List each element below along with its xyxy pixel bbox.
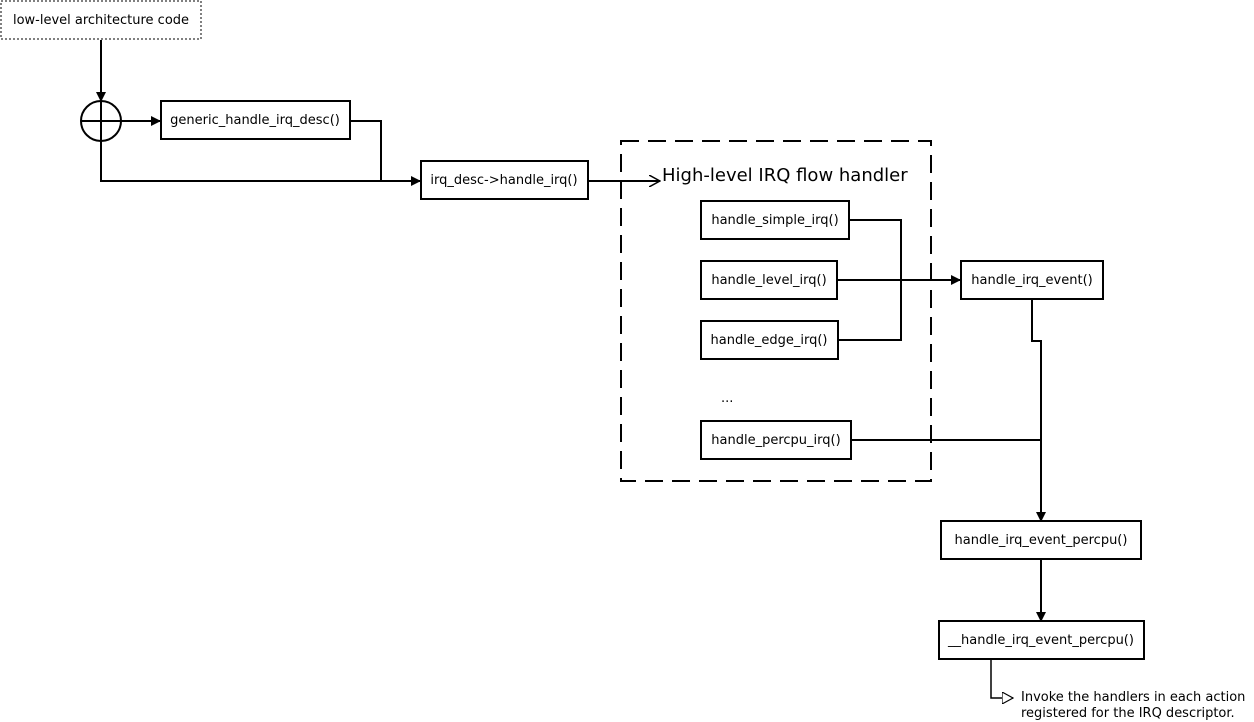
node-label: handle_percpu_irq() [711, 433, 840, 448]
node-handle-percpu-irq: handle_percpu_irq() [700, 420, 852, 460]
edges [96, 40, 1046, 698]
node-low-level-architecture-code: low-level architecture code [0, 0, 202, 40]
edge-event-to-percpu [1031, 299, 1046, 522]
node-label: handle_irq_event() [971, 273, 1092, 288]
node-inner-handle-irq-event-percpu: __handle_irq_event_percpu() [938, 620, 1145, 660]
node-handle-simple-irq: handle_simple_irq() [700, 200, 850, 240]
node-irq-desc-handle-irq: irq_desc->handle_irq() [420, 160, 589, 200]
node-label: __handle_irq_event_percpu() [947, 633, 1134, 648]
node-handle-edge-irq: handle_edge_irq() [700, 320, 839, 360]
node-label: low-level architecture code [13, 13, 189, 28]
edge-simple-to-event [849, 219, 902, 280]
flow-handler-group-title: High-level IRQ flow handler [662, 165, 908, 186]
node-label: handle_irq_event_percpu() [955, 533, 1128, 548]
edge-junction-to-irq-desc [100, 141, 421, 186]
node-label: handle_edge_irq() [711, 333, 828, 348]
edge-generic-to-irq-desc [350, 120, 382, 181]
handlers-note-line-2: registered for the IRQ descriptor. [1021, 706, 1235, 721]
node-handle-irq-event-percpu: handle_irq_event_percpu() [940, 520, 1142, 560]
node-label: irq_desc->handle_irq() [430, 173, 577, 188]
junction-symbol [80, 100, 122, 142]
node-handle-irq-event: handle_irq_event() [960, 260, 1104, 300]
handlers-note-line-1: Invoke the handlers in each action [1021, 690, 1245, 705]
edge-edge-to-event [838, 280, 902, 341]
node-generic-handle-irq-desc: generic_handle_irq_desc() [160, 100, 351, 140]
more-handlers-ellipsis: ... [721, 391, 733, 406]
node-label: generic_handle_irq_desc() [170, 113, 340, 128]
node-handle-level-irq: handle_level_irq() [700, 260, 838, 300]
node-label: handle_simple_irq() [711, 213, 838, 228]
edge-inner-to-note [990, 660, 1013, 698]
node-label: handle_level_irq() [711, 273, 826, 288]
